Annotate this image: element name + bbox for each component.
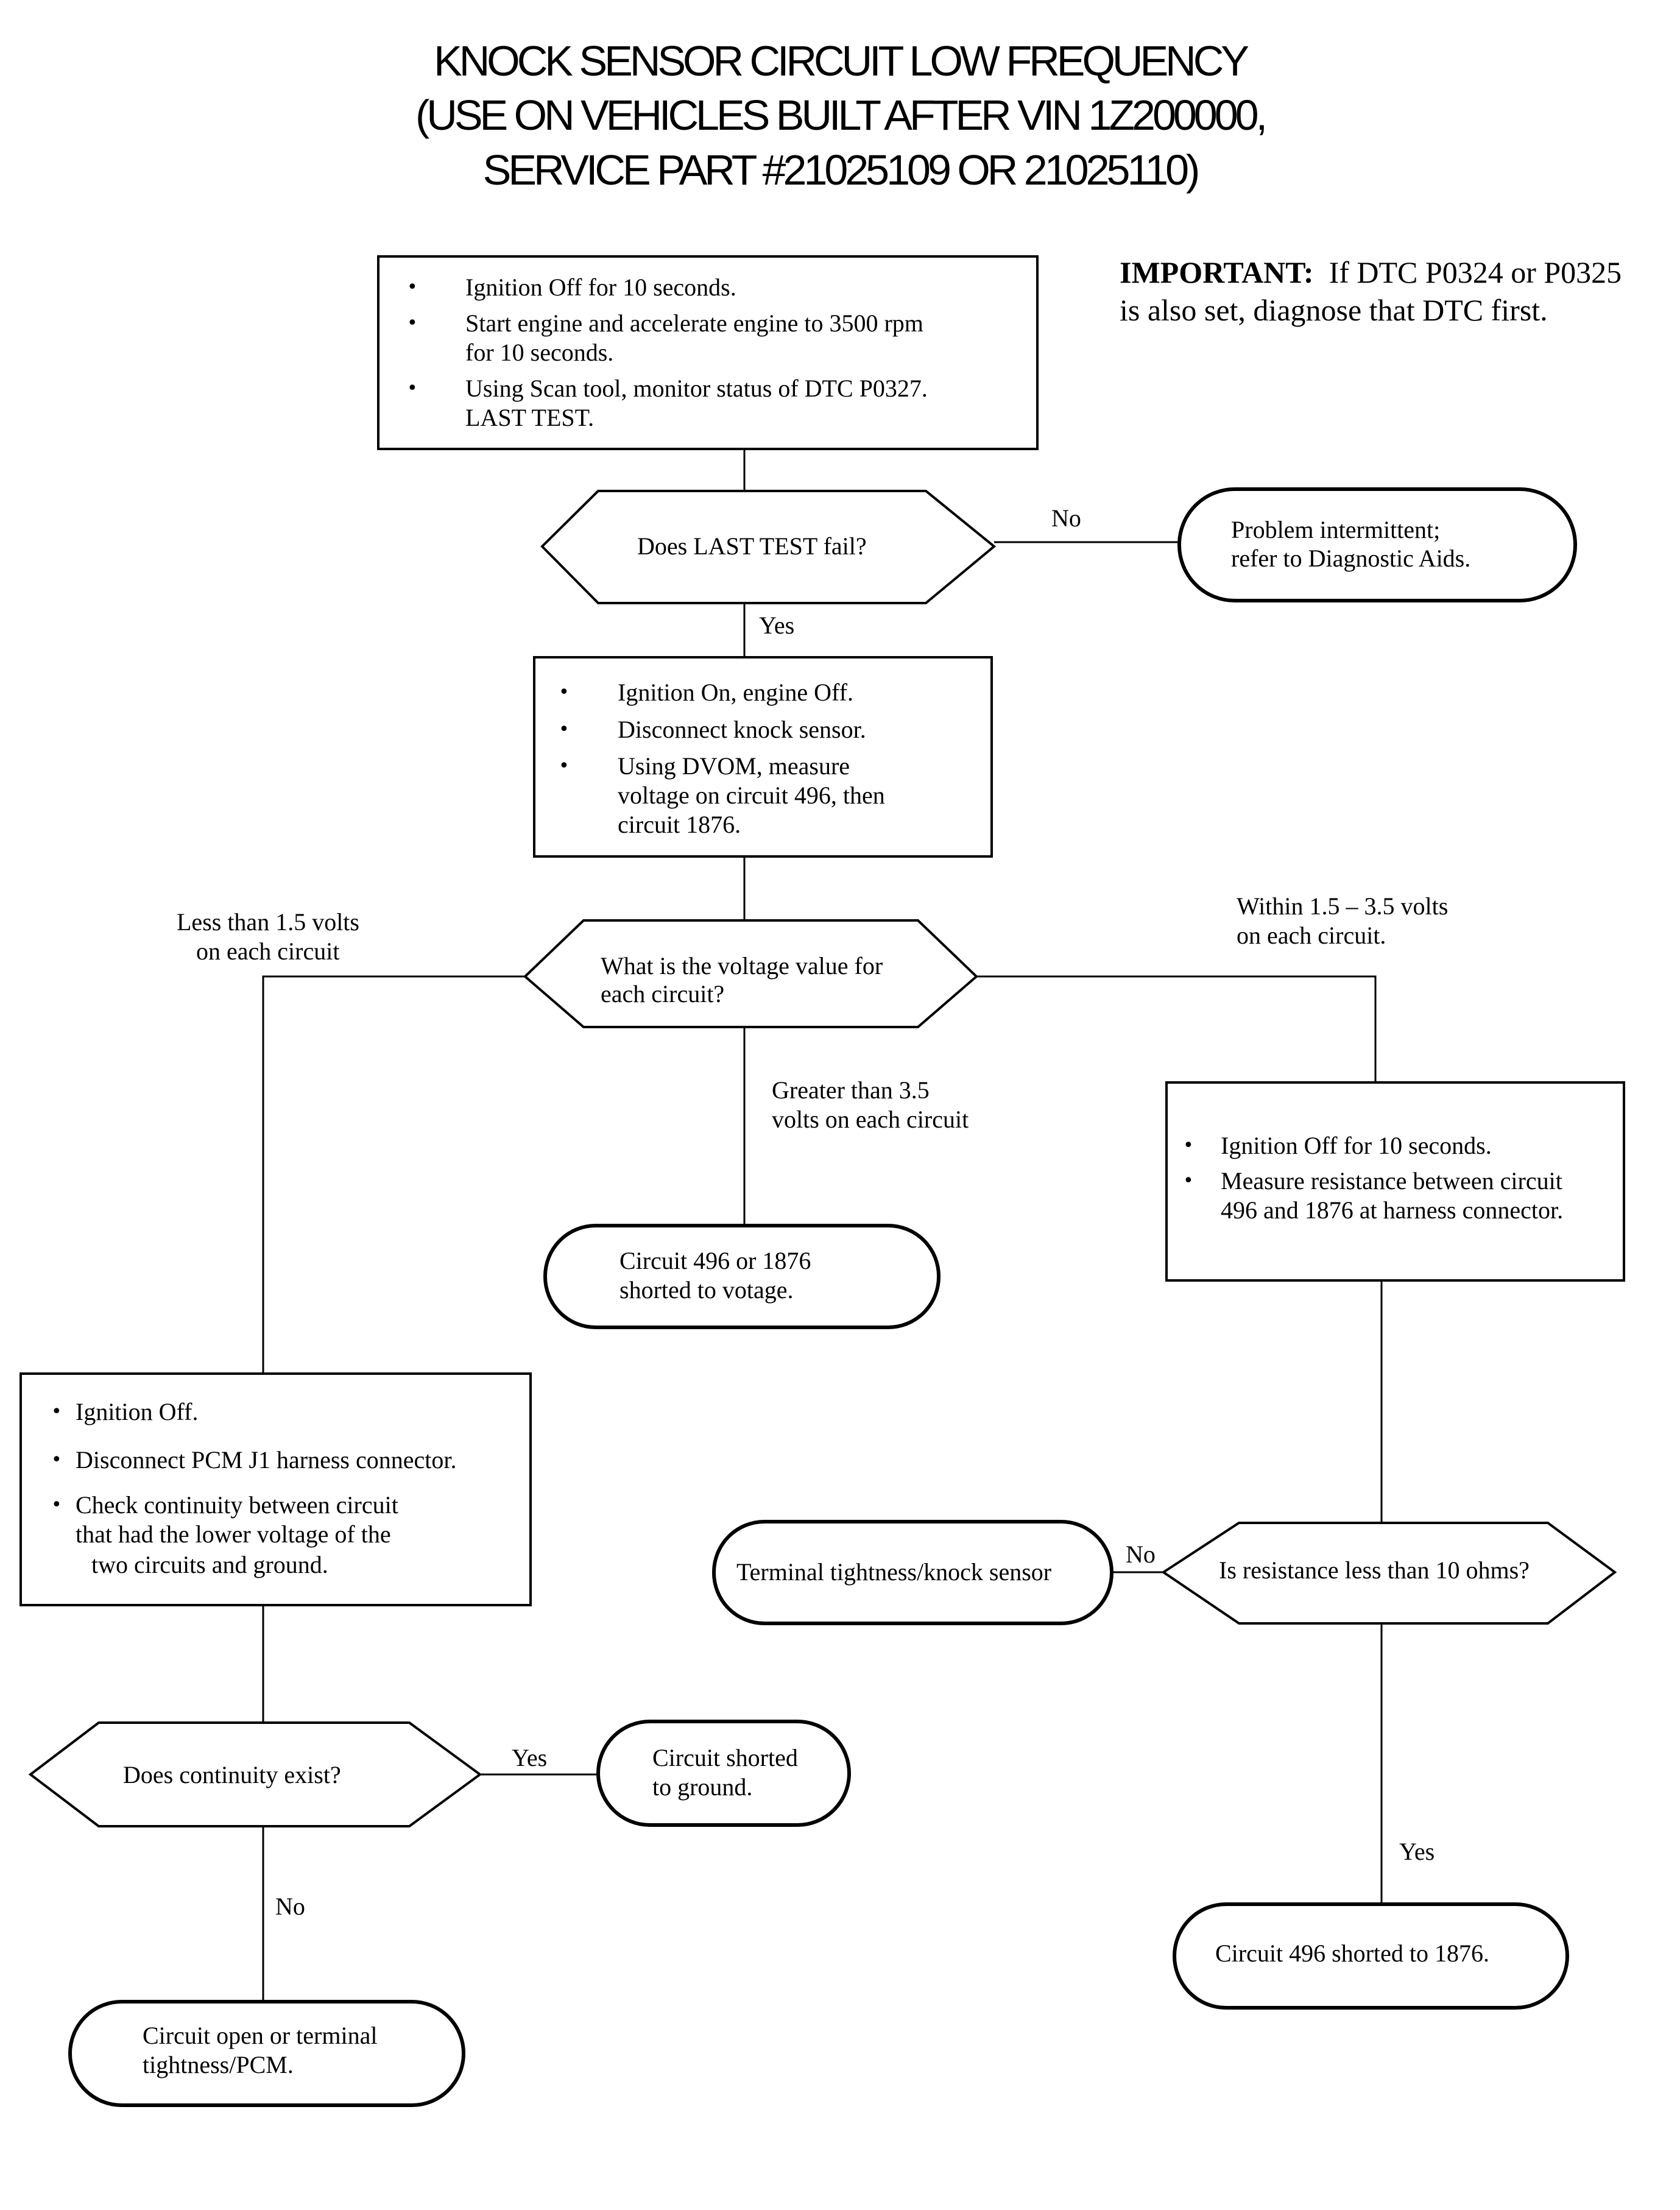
- step4-bullet-2: Disconnect PCM J1 harness connector.: [76, 1446, 457, 1474]
- decision2-line-1: What is the voltage value for: [601, 952, 883, 980]
- decision2-left-label-1: Less than 1.5 volts: [177, 908, 359, 936]
- result-shorted-voltage-line-1: Circuit 496 or 1876: [619, 1247, 811, 1274]
- step3-bullet-1: Ignition Off for 10 seconds.: [1221, 1132, 1492, 1159]
- step3-box: [1165, 1081, 1625, 1282]
- title-line-3: SERVICE PART #21025109 OR 21025110): [482, 146, 1201, 194]
- result-shorted-voltage-line-2: shorted to votage.: [619, 1276, 794, 1304]
- decision2-right-label-2: on each circuit.: [1237, 922, 1386, 949]
- step2-bullet-3a: Using DVOM, measure: [618, 752, 850, 780]
- bullet-icon: •: [407, 277, 418, 298]
- decision2-line-2: each circuit?: [601, 980, 725, 1008]
- bullet-icon: •: [407, 312, 418, 334]
- important-note-line-1: IMPORTANT: If DTC P0324 or P0325: [1120, 253, 1622, 291]
- step1-bullet-1: Ignition Off for 10 seconds.: [465, 274, 736, 301]
- step2-box: [533, 656, 993, 858]
- step4-bullet-3c: two circuits and ground.: [91, 1551, 328, 1578]
- result-ground-line-2: to ground.: [652, 1773, 753, 1801]
- title-line-2: (USE ON VEHICLES BUILT AFTER VIN 1Z20000…: [415, 91, 1268, 139]
- bullet-icon: •: [407, 378, 418, 399]
- decision3-shape: [1161, 1522, 1617, 1625]
- result-intermittent-line-2: refer to Diagnostic Aids.: [1231, 545, 1471, 572]
- step1-bullet-3b: LAST TEST.: [465, 404, 595, 431]
- result-open-shape: [68, 2000, 465, 2107]
- step3-bullet-2a: Measure resistance between circuit: [1221, 1167, 1562, 1195]
- step1-bullet-2b: for 10 seconds.: [465, 339, 614, 366]
- important-text-2: is also set, diagnose that DTC first.: [1120, 293, 1548, 327]
- step3-bullet-2b: 496 and 1876 at harness connector.: [1221, 1196, 1564, 1224]
- title-line-1: KNOCK SENSOR CIRCUIT LOW FREQUENCY: [434, 37, 1249, 85]
- step1-box: [377, 255, 1039, 450]
- decision4-text: Does continuity exist?: [123, 1761, 341, 1788]
- decision2-right-label-1: Within 1.5 – 3.5 volts: [1237, 892, 1449, 920]
- decision2-left-label-2: on each circuit: [196, 937, 340, 965]
- step2-bullet-3c: circuit 1876.: [618, 811, 741, 838]
- step2-bullet-3b: voltage on circuit 496, then: [618, 782, 885, 809]
- result-open-line-1: Circuit open or terminal: [143, 2022, 378, 2049]
- important-text-1: If DTC P0324 or P0325: [1329, 255, 1622, 289]
- result-496-1876-text: Circuit 496 shorted to 1876.: [1215, 1940, 1489, 1967]
- step1-bullet-3a: Using Scan tool, monitor status of DTC P…: [465, 375, 928, 402]
- step2-bullet-1: Ignition On, engine Off.: [618, 679, 853, 706]
- decision3-yes-label: Yes: [1399, 1838, 1435, 1865]
- bullet-icon: •: [559, 682, 570, 703]
- result-shorted-voltage-shape: [543, 1224, 941, 1329]
- result-496-1876-shape: [1173, 1902, 1569, 2010]
- step4-bullet-1: Ignition Off.: [76, 1398, 199, 1425]
- result-terminal-text: Terminal tightness/knock sensor: [736, 1558, 1052, 1586]
- decision3-text: Is resistance less than 10 ohms?: [1219, 1556, 1530, 1584]
- result-intermittent-line-1: Problem intermittent;: [1231, 516, 1441, 543]
- step2-bullet-2: Disconnect knock sensor.: [618, 716, 866, 743]
- decision3-no-label: No: [1126, 1541, 1156, 1568]
- bullet-icon: •: [559, 719, 570, 740]
- result-ground-line-1: Circuit shorted: [652, 1744, 798, 1771]
- bullet-icon: •: [1183, 1135, 1194, 1156]
- decision1-no-label: No: [1051, 504, 1081, 532]
- connector: [262, 975, 525, 1374]
- bullet-icon: •: [51, 1449, 62, 1470]
- result-open-line-2: tightness/PCM.: [143, 2051, 294, 2078]
- step4-bullet-3a: Check continuity between circuit: [76, 1491, 398, 1519]
- decision1-shape: [540, 490, 997, 604]
- decision4-yes-label: Yes: [512, 1744, 548, 1771]
- bullet-icon: •: [1183, 1170, 1194, 1191]
- step1-bullet-2a: Start engine and accelerate engine to 35…: [465, 309, 923, 337]
- decision1-yes-label: Yes: [759, 612, 795, 639]
- bullet-icon: •: [559, 755, 570, 777]
- result-intermittent-shape: [1177, 487, 1577, 602]
- decision2-down-label-2: volts on each circuit: [772, 1106, 969, 1133]
- decision4-no-label: No: [275, 1893, 305, 1920]
- step4-bullet-3b: that had the lower voltage of the: [76, 1520, 391, 1548]
- bullet-icon: •: [51, 1494, 62, 1516]
- important-label: IMPORTANT:: [1120, 255, 1314, 289]
- decision1-text: Does LAST TEST fail?: [637, 532, 867, 560]
- bullet-icon: •: [51, 1401, 62, 1422]
- connector: [976, 975, 1377, 1082]
- step4-box: [19, 1372, 532, 1606]
- result-ground-shape: [596, 1720, 851, 1827]
- decision2-down-label-1: Greater than 3.5: [772, 1076, 930, 1104]
